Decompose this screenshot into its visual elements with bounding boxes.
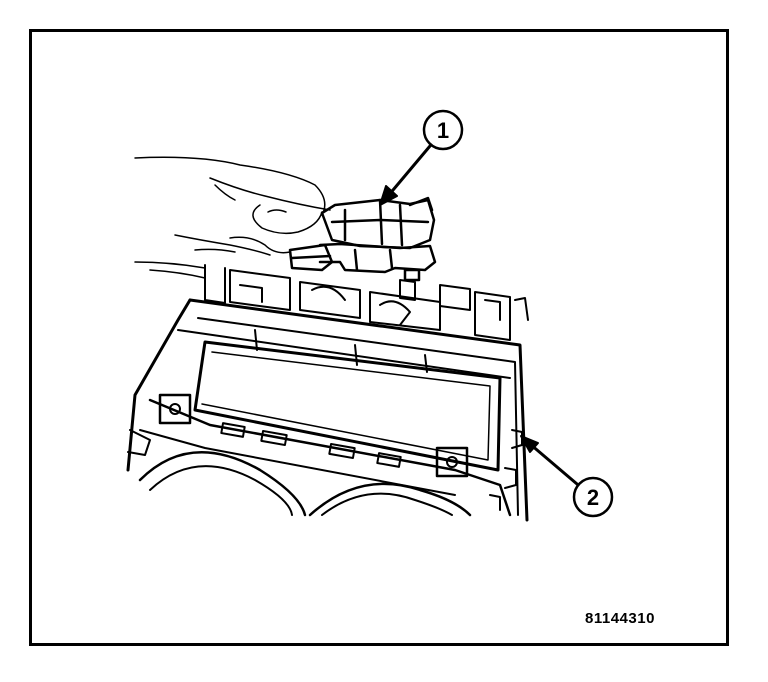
callout-1-label: 1 — [437, 118, 449, 143]
hand-illustration — [134, 156, 331, 279]
callout-2-leader — [528, 442, 579, 486]
callout-1: 1 — [379, 109, 464, 206]
callout-2-circle — [572, 476, 614, 518]
switch-module — [288, 196, 437, 282]
callout-2-arrowhead — [520, 435, 539, 453]
callout-2-label: 2 — [587, 485, 599, 510]
figure-reference-code: 81144310 — [585, 610, 655, 627]
callout-2: 2 — [520, 435, 614, 518]
bezel-frame — [126, 264, 529, 522]
callout-1-leader — [386, 144, 432, 198]
callout-1-arrowhead — [379, 185, 398, 206]
callout-1-circle — [422, 109, 464, 151]
figure-frame — [29, 29, 729, 646]
